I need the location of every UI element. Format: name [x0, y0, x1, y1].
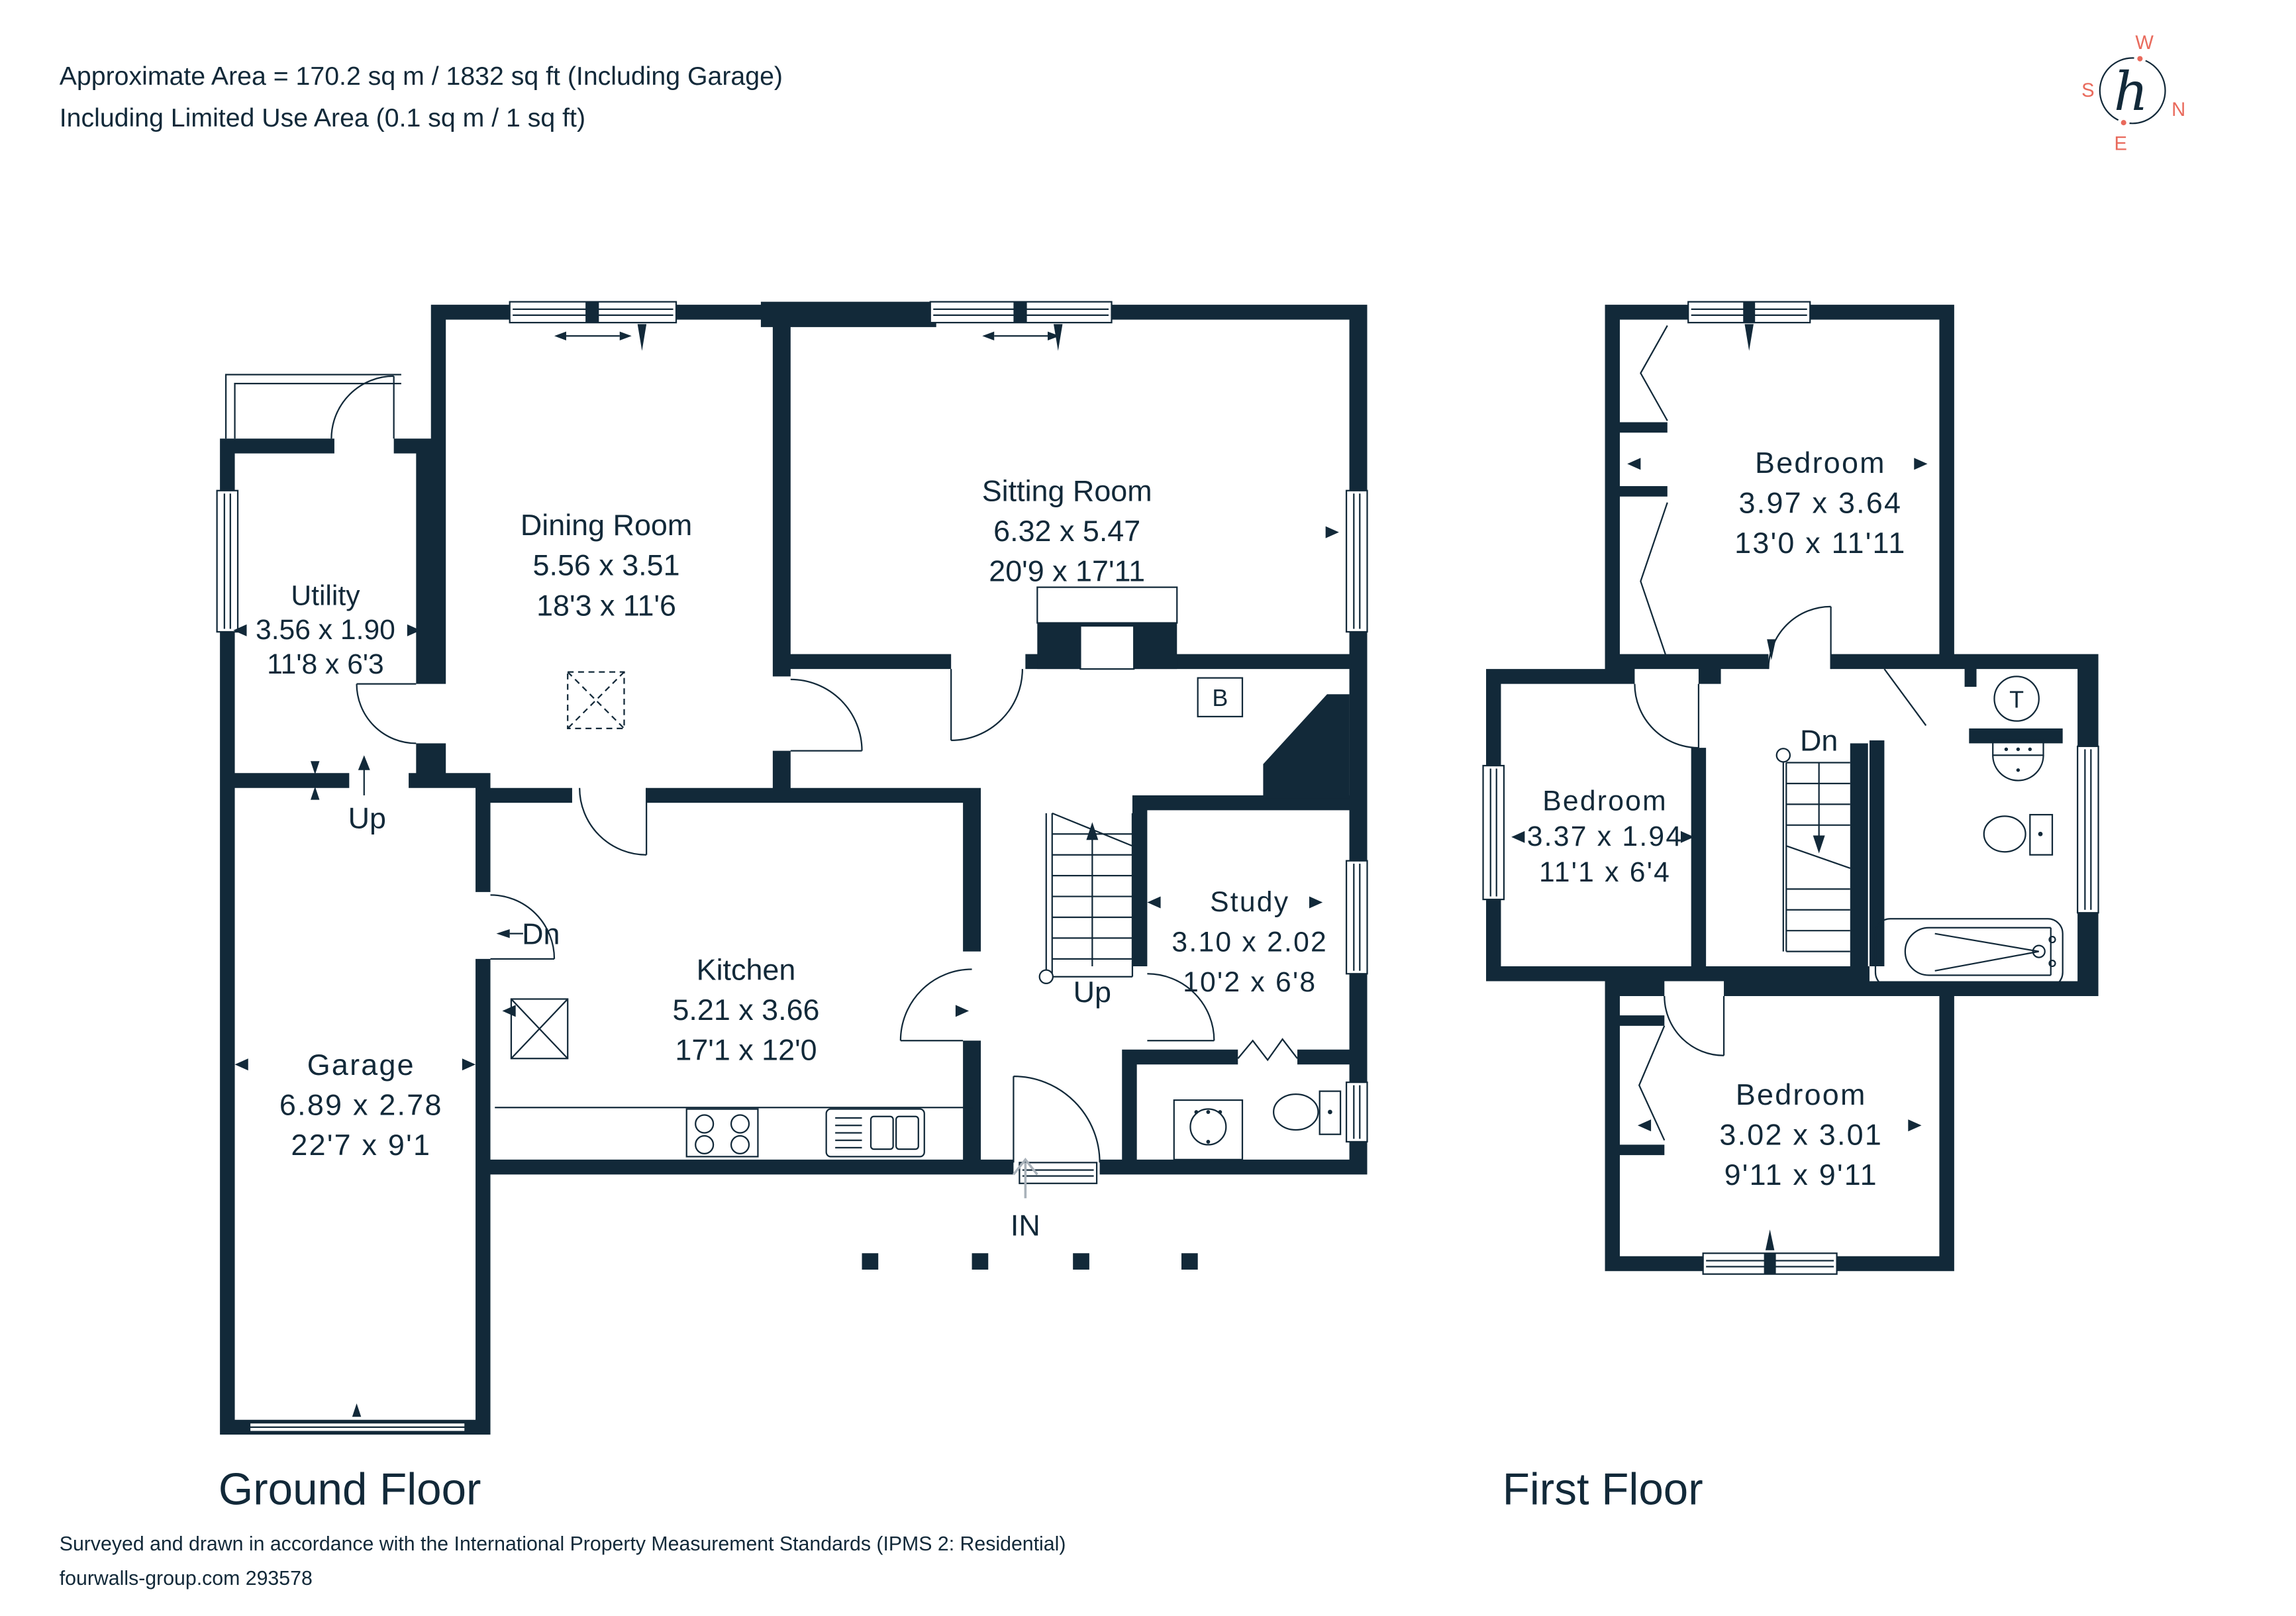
compass-west-label: W — [2135, 32, 2154, 54]
bedroom2-imperial: 11'1 x 6'4 — [1539, 856, 1671, 888]
bathroom-basin-icon — [1992, 739, 2044, 756]
wc-fixtures — [1173, 1090, 1342, 1160]
bedroom3-metric: 3.02 x 3.01 — [1719, 1117, 1883, 1151]
limited-use-area-text: Including Limited Use Area (0.1 sq m / 1… — [60, 103, 585, 132]
study-name: Study — [1210, 886, 1289, 918]
bath-icon — [1874, 918, 2064, 988]
approximate-area-text: Approximate Area = 170.2 sq m / 1832 sq … — [60, 62, 783, 91]
wardrobe-doors-top — [1640, 325, 1668, 661]
kitchen-fixtures — [495, 671, 973, 1158]
dining-room-metric: 5.56 x 3.51 — [533, 548, 680, 582]
survey-standards-text: Surveyed and drawn in accordance with th… — [60, 1533, 1066, 1555]
entrance-in-label: IN — [1011, 1208, 1040, 1242]
compass-circle-icon — [2099, 57, 2166, 125]
sink-unit-icon — [825, 1108, 925, 1158]
footer: Surveyed and drawn in accordance with th… — [60, 1533, 1066, 1590]
compass-north-label: N — [2171, 99, 2185, 121]
kitchen-imperial: 17'1 x 12'0 — [675, 1033, 817, 1066]
utility-name: Utility — [291, 580, 360, 612]
ground-floor-walls — [220, 301, 1368, 1435]
newel-post — [1775, 748, 1791, 763]
compass-south-label: S — [2081, 80, 2094, 101]
first-floor-windows — [1482, 301, 2099, 1275]
wc-bifold-door — [1237, 1038, 1298, 1062]
basin-unit-icon — [1173, 1099, 1244, 1160]
brand-h-icon: h — [2114, 61, 2148, 123]
dining-room-imperial: 18'3 x 11'6 — [536, 588, 676, 622]
kitchen-name: Kitchen — [697, 952, 796, 986]
appliance-space-icon — [510, 998, 569, 1060]
stairs-up-label: Up — [1073, 975, 1111, 1009]
first-floor-title: First Floor — [1503, 1465, 1703, 1515]
sitting-room-name: Sitting Room — [982, 474, 1152, 507]
bedroom1-metric: 3.97 x 3.64 — [1739, 485, 1903, 519]
stairs-down-arrowhead — [1813, 835, 1825, 854]
boiler-label: B — [1212, 685, 1228, 711]
sitting-room-imperial: 20'9 x 17'11 — [989, 554, 1145, 588]
up-label: Up — [348, 801, 386, 834]
bedroom3-imperial: 9'11 x 9'11 — [1724, 1158, 1878, 1191]
first-floor-walls — [1486, 305, 2099, 1272]
bedroom3-name: Bedroom — [1736, 1078, 1867, 1111]
ground-floor-labels: Utility 3.56 x 1.90 11'8 x 6'3 Dining Ro… — [256, 474, 1328, 1242]
compass-rose: W N S E h — [2081, 32, 2185, 155]
boiler-box — [1197, 677, 1244, 718]
tank-circle — [1993, 676, 2040, 722]
ground-floor-plan: Utility 3.56 x 1.90 11'8 x 6'3 Dining Ro… — [216, 301, 1368, 1435]
bathroom-door — [1883, 668, 1927, 727]
garage-name: Garage — [307, 1048, 415, 1082]
newel-post — [1038, 969, 1054, 984]
bedroom2-name: Bedroom — [1542, 785, 1668, 817]
tank-label: T — [2009, 686, 2024, 713]
stairs-up-arrowhead — [1086, 822, 1099, 840]
first-floor-labels: Bedroom 3.97 x 3.64 13'0 x 11'11 Bedroom… — [1527, 446, 2024, 1191]
compass-dot-w — [2137, 56, 2143, 62]
bedroom1-imperial: 13'0 x 11'11 — [1734, 526, 1906, 560]
compass-dot-e — [2121, 120, 2126, 126]
floor-titles: Ground Floor First Floor — [219, 1465, 1703, 1515]
study-imperial: 10'2 x 6'8 — [1183, 966, 1317, 998]
ground-floor-staircase — [1038, 812, 1134, 984]
toilet-icon — [1272, 1093, 1319, 1131]
bedroom1-name: Bedroom — [1755, 446, 1886, 480]
sitting-room-metric: 6.32 x 5.47 — [993, 514, 1140, 548]
first-floor-staircase — [1775, 748, 1851, 952]
first-floor-arrows — [1511, 324, 1928, 1250]
kitchen-metric: 5.21 x 3.66 — [672, 993, 819, 1027]
toilet-icon — [1983, 815, 2026, 853]
ground-floor-windows — [216, 301, 1368, 1433]
garage-metric: 6.89 x 2.78 — [279, 1088, 443, 1122]
garage-imperial: 22'7 x 9'1 — [291, 1128, 431, 1162]
compass-east-label: E — [2114, 134, 2126, 155]
header: Approximate Area = 170.2 sq m / 1832 sq … — [60, 62, 783, 132]
fireplace-icon — [1036, 586, 1178, 624]
utility-imperial: 11'8 x 6'3 — [267, 648, 384, 680]
study-metric: 3.10 x 2.02 — [1172, 927, 1328, 958]
fourwalls-reference-text: fourwalls-group.com 293578 — [60, 1568, 313, 1590]
stairs-dn-label: Dn — [1800, 724, 1838, 758]
hall-chamfer-wall — [1263, 694, 1350, 799]
first-floor-plan: Bedroom 3.97 x 3.64 13'0 x 11'11 Bedroom… — [1482, 301, 2099, 1275]
hall-fixtures — [1036, 586, 1244, 718]
bedroom2-metric: 3.37 x 1.94 — [1527, 821, 1683, 852]
ground-floor-title: Ground Floor — [219, 1465, 481, 1515]
ground-floor-arrows — [233, 324, 1339, 1417]
entrance-arrow-icon — [1013, 1157, 1038, 1199]
ground-floor-doors — [225, 374, 1298, 1163]
dn-label: Dn — [522, 917, 560, 950]
utility-metric: 3.56 x 1.90 — [256, 614, 395, 646]
wardrobe-doors-bottom — [1638, 1025, 1666, 1141]
dining-room-name: Dining Room — [521, 508, 692, 542]
first-floor-doors — [1634, 325, 1927, 1141]
bathroom-fixtures — [1874, 676, 2064, 988]
